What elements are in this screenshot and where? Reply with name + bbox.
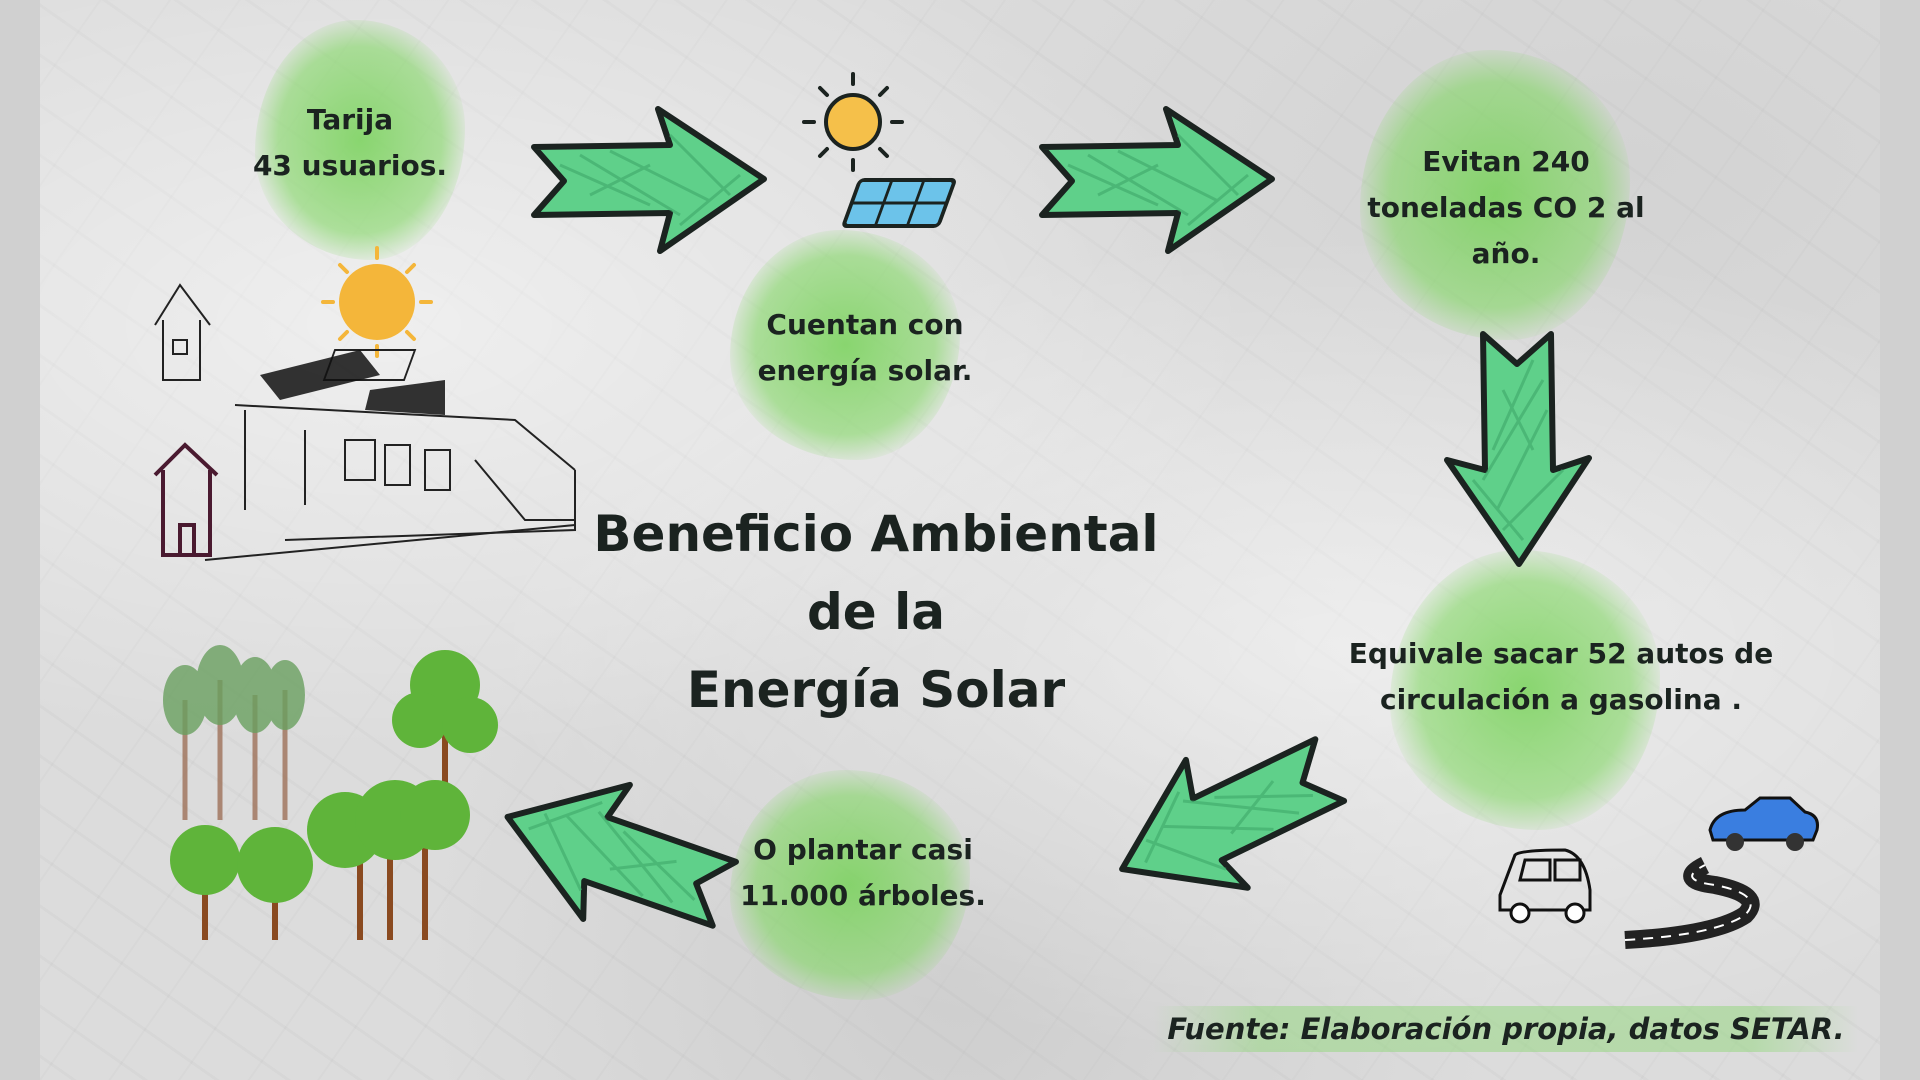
title-line: Energía Solar xyxy=(686,661,1066,719)
arrow-right-icon xyxy=(530,105,770,255)
highlight-blob xyxy=(1390,550,1660,830)
highlight-blob xyxy=(730,770,970,1000)
step-line: Tarija xyxy=(306,103,394,136)
step-trees-text: O plantar casi 11.000 árboles. xyxy=(740,827,986,919)
highlight-blob xyxy=(255,20,465,260)
cars-road-illustration xyxy=(1498,796,1819,949)
step-line: año. xyxy=(1471,237,1541,270)
arrow-down-icon xyxy=(1443,330,1593,570)
paper-edge-left xyxy=(0,0,40,1080)
arrow-left-icon xyxy=(477,743,754,966)
trees-illustration xyxy=(163,645,498,940)
step-cars-text: Equivale sacar 52 autos de circulación a… xyxy=(1349,631,1773,723)
step-co2-text: Evitan 240 toneladas CO 2 al año. xyxy=(1367,139,1644,277)
step-solar-text: Cuentan con energía solar. xyxy=(758,302,973,394)
solar-panel-sun-icon xyxy=(802,72,956,228)
step-line: Cuentan con xyxy=(766,308,964,341)
step-users-text: Tarija 43 usuarios. xyxy=(253,97,447,189)
highlight-blob xyxy=(1360,50,1630,340)
arrow-right-icon xyxy=(1038,105,1278,255)
step-line: energía solar. xyxy=(757,354,973,387)
step-line: circulación a gasolina . xyxy=(1379,683,1743,716)
highlight-blob xyxy=(730,230,960,460)
paper-edge-right xyxy=(1880,0,1920,1080)
title-line: Beneficio Ambiental xyxy=(593,505,1159,563)
step-line: O plantar casi xyxy=(753,833,973,866)
step-line: 11.000 árboles. xyxy=(740,879,986,912)
step-line: Equivale sacar 52 autos de xyxy=(1348,637,1774,670)
step-line: toneladas CO 2 al xyxy=(1367,191,1645,224)
arrow-down-left-icon xyxy=(1085,701,1366,938)
page-title: Beneficio Ambiental de la Energía Solar xyxy=(593,495,1158,729)
step-line: 43 usuarios. xyxy=(252,149,448,182)
step-line: Evitan 240 xyxy=(1422,145,1590,178)
houses-solar-illustration xyxy=(153,246,576,561)
source-caption: Fuente: Elaboración propia, datos SETAR. xyxy=(1153,1006,1859,1052)
title-line: de la xyxy=(806,583,945,641)
